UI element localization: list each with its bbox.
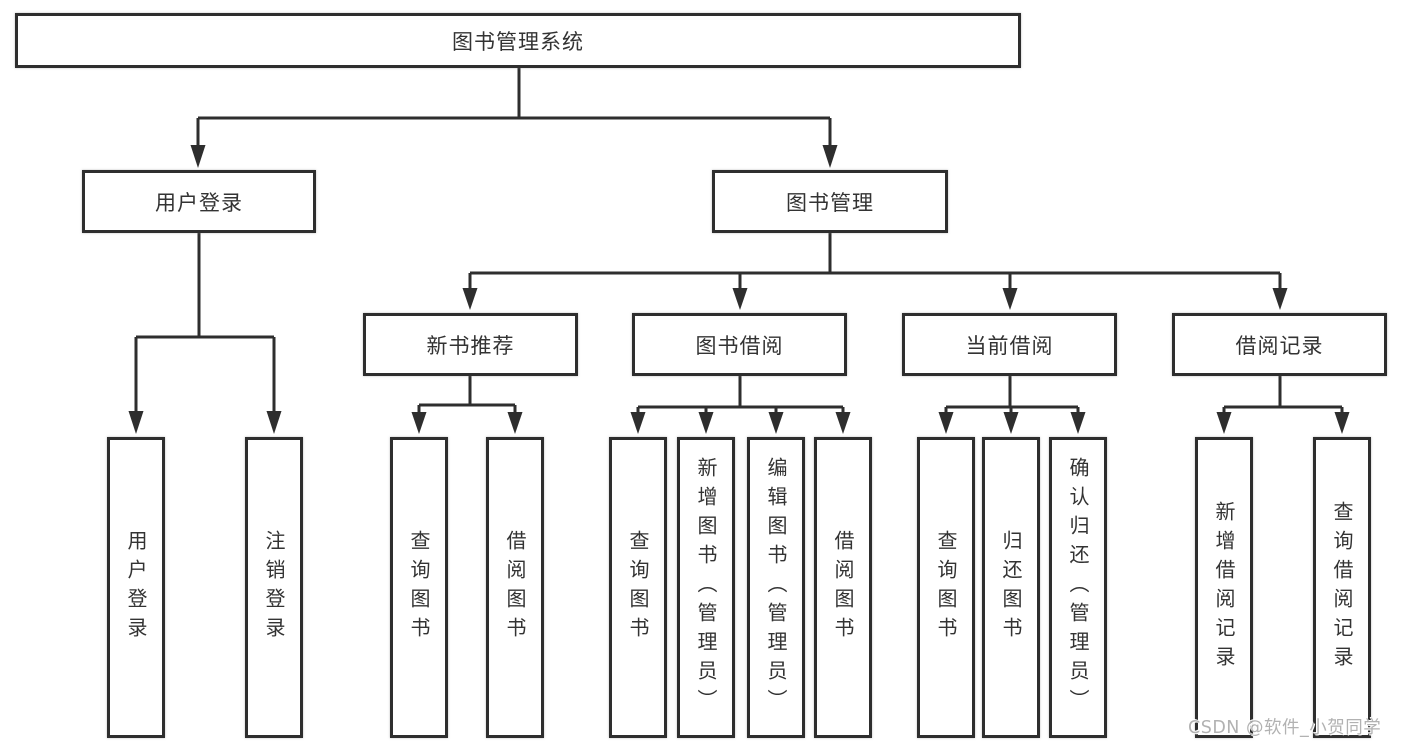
leaf-query-books-1: 查询图书 bbox=[390, 437, 448, 738]
leaf-edit-books-admin: 编辑图书（管理员） bbox=[747, 437, 805, 738]
node-new-book-recommendation: 新书推荐 bbox=[363, 313, 578, 376]
connector-borrowing-leaves bbox=[630, 375, 851, 434]
leaf-borrow-books-2: 借阅图书 bbox=[814, 437, 872, 738]
node-book-borrowing: 图书借阅 bbox=[632, 313, 847, 376]
connector-newbook-leaves bbox=[411, 375, 523, 434]
leaf-query-borrow-record: 查询借阅记录 bbox=[1313, 437, 1371, 738]
connector-current-leaves bbox=[938, 375, 1086, 434]
leaf-return-books: 归还图书 bbox=[982, 437, 1040, 738]
leaf-logout: 注销登录 bbox=[245, 437, 303, 738]
leaf-confirm-return-admin: 确认归还（管理员） bbox=[1049, 437, 1107, 738]
leaf-query-books-3: 查询图书 bbox=[917, 437, 975, 738]
node-library-system: 图书管理系统 bbox=[15, 13, 1021, 68]
leaf-add-borrow-record: 新增借阅记录 bbox=[1195, 437, 1253, 738]
leaf-user-login: 用户登录 bbox=[107, 437, 165, 738]
leaf-borrow-books-1: 借阅图书 bbox=[486, 437, 544, 738]
leaf-add-books-admin: 新增图书（管理员） bbox=[677, 437, 735, 738]
connector-root-to-level2 bbox=[190, 68, 838, 168]
connector-user-branch bbox=[128, 233, 282, 434]
node-borrowing-records: 借阅记录 bbox=[1172, 313, 1387, 376]
node-book-management-branch: 图书管理 bbox=[712, 170, 948, 233]
node-user-login-branch: 用户登录 bbox=[82, 170, 316, 233]
node-current-borrowing: 当前借阅 bbox=[902, 313, 1117, 376]
connector-mgmt-to-level3 bbox=[462, 233, 1288, 310]
csdn-watermark: CSDN @软件_小贺同学 bbox=[1188, 718, 1382, 738]
leaf-query-books-2: 查询图书 bbox=[609, 437, 667, 738]
connector-records-leaves bbox=[1216, 375, 1350, 434]
